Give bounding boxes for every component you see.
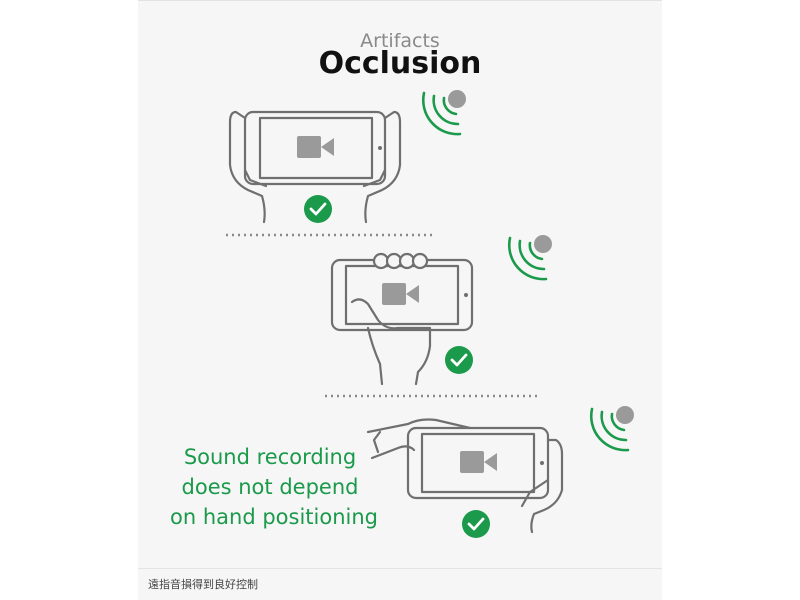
sound-wave-icon [591,406,634,450]
video-camera-icon [297,136,334,158]
video-camera-icon [460,451,497,473]
sound-wave-icon [509,235,552,279]
grip-hand [352,299,430,384]
footer-divider [138,568,662,569]
scene-cross-grip [368,420,562,533]
checkmark-icon [445,346,473,374]
footer-caption: 遠指音損得到良好控制 [148,576,258,592]
caption: Sound recording does not depend on hand … [170,442,370,532]
reaching-hand [368,420,470,433]
caption-line-2: does not depend [170,472,370,502]
caption-line-3: on hand positioning [170,502,370,532]
checkmark-icon [304,195,332,223]
caption-line-1: Sound recording [170,442,370,472]
video-camera-icon [382,283,419,305]
checkmark-icon [462,510,490,538]
sound-wave-icon [423,90,466,134]
right-hand [365,112,400,222]
right-hand [531,440,562,532]
